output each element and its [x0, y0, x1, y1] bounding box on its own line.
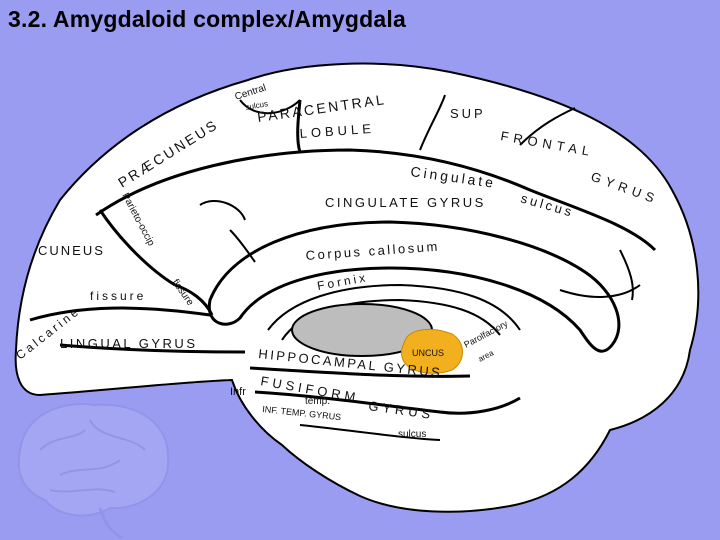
label-cingulate-gyrus: CINGULATE GYRUS — [325, 195, 486, 210]
fornix-arc — [267, 283, 521, 331]
brain-watermark-icon — [17, 403, 170, 540]
label-central-sulcus: sulcus — [245, 99, 269, 112]
slide-title: 3.2. Amygdaloid complex/Amygdala — [8, 6, 406, 32]
label-sup: SUP — [450, 106, 486, 121]
label-fissure: fissure — [90, 289, 146, 303]
label-uncus: UNCUS — [412, 348, 444, 358]
label-lobule: LOBULE — [299, 121, 375, 141]
label-lingual-gyrus: LINGUAL GYRUS — [60, 336, 198, 351]
uncus-region — [400, 328, 463, 374]
label-temp: temp. — [305, 396, 330, 407]
label-infr: Infr — [230, 386, 246, 398]
cingulate-sulcus — [95, 148, 657, 252]
corpus-callosum-outer — [207, 220, 621, 353]
label-cuneus: CUNEUS — [38, 243, 105, 258]
label-sulcus-bottom: sulcus — [398, 429, 426, 440]
